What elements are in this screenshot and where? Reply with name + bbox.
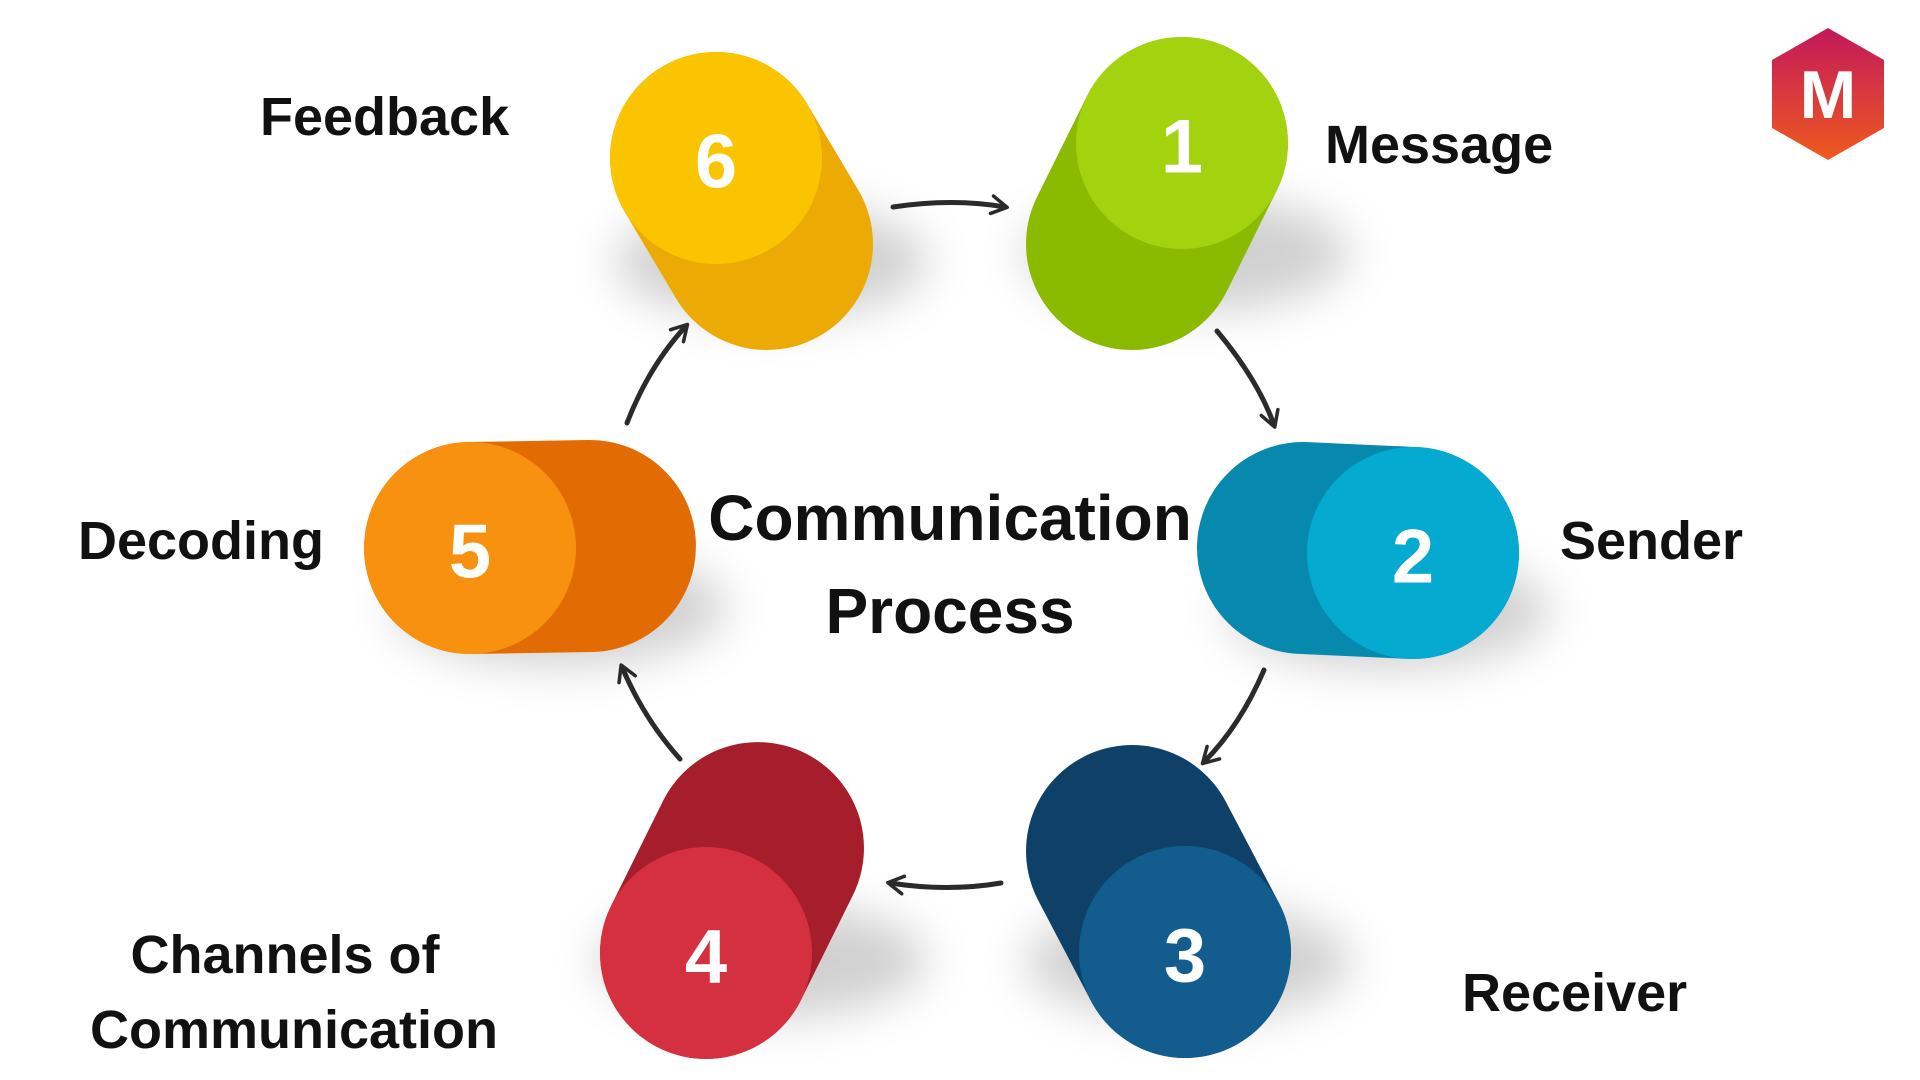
label-channels-of-communication: Channels of Communication [90,925,499,1060]
cylinder-cap-2 [1307,447,1519,659]
label-receiver: Receiver [1462,963,1688,1023]
label-decoding: Decoding [78,511,325,571]
cylinder-step-6: 6 [609,51,874,351]
arrow-1-to-2 [1214,328,1280,429]
cylinder-step-3: 3 [1026,745,1291,1058]
cylinder-cap-5 [364,442,576,654]
cylinder-cap-3 [1079,846,1291,1058]
brand-logo: M [1772,28,1884,160]
cylinder-step-5: 5 [364,440,696,654]
arrow-4-to-5 [617,663,683,762]
arrow-6-to-1 [890,194,1009,216]
step-number-2: 2 [1392,515,1434,600]
arrow-5-to-6 [624,322,690,426]
diagram-title: Communication Process [708,482,1192,648]
step-number-6: 6 [695,120,737,205]
step-number-5: 5 [449,510,491,595]
label-message: Message [1325,115,1554,175]
cylinder-step-4: 4 [600,742,864,1059]
logo-hexagon [1772,28,1884,160]
step-number-3: 3 [1164,914,1206,999]
label-sender: Sender [1560,511,1744,571]
cylinder-cap-1 [1076,37,1288,249]
cylinder-cap-6 [610,52,822,264]
arrow-2-to-3 [1200,667,1267,766]
cylinder-step-2: 2 [1197,442,1519,659]
logo-letter: M [1800,57,1857,133]
step-number-4: 4 [685,915,727,1000]
cylinder-cap-4 [600,847,812,1059]
label-feedback: Feedback [260,87,510,147]
cylinder-step-1: 1 [1025,37,1288,351]
arrow-3-to-4 [886,874,1004,896]
step-number-1: 1 [1161,105,1203,190]
